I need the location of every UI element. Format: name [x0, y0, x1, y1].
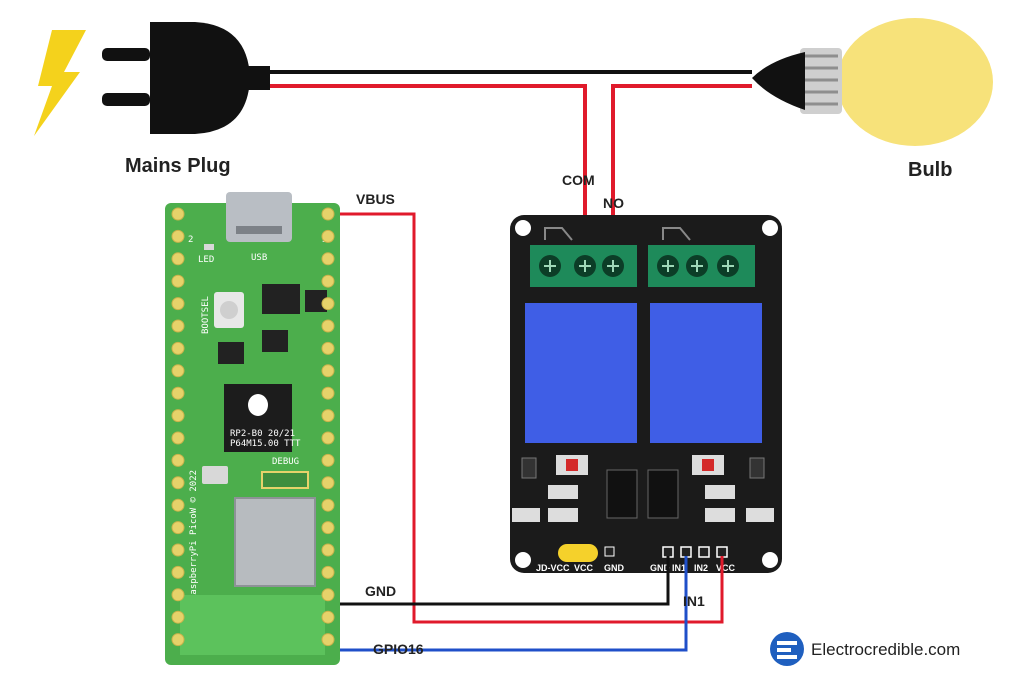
pico-pin-right — [321, 252, 335, 266]
pico-pin-left — [171, 588, 185, 602]
pico-pin-right — [321, 588, 335, 602]
antenna-area — [180, 595, 325, 655]
no-label: NO — [603, 195, 624, 211]
pico-pin-right — [321, 498, 335, 512]
pico-pin-left — [171, 386, 185, 400]
regulator-chip — [305, 290, 327, 312]
pico-pin-left — [171, 476, 185, 490]
pico-pin-right — [321, 229, 335, 243]
bulb-label: Bulb — [908, 159, 952, 181]
pico-pin-left — [171, 543, 185, 557]
crystal — [202, 466, 228, 484]
vbus-label: VBUS — [356, 191, 395, 207]
pico-pin-right — [321, 274, 335, 288]
pico-pin-right — [321, 207, 335, 221]
pico-pin-right — [321, 386, 335, 400]
pico-pin-left — [171, 207, 185, 221]
pico-pin-left — [171, 498, 185, 512]
pico-pin-right — [321, 543, 335, 557]
pico-pin-right — [321, 610, 335, 624]
pico-pin-right — [321, 431, 335, 445]
pico-pin-left — [171, 521, 185, 535]
pico-pin-left — [171, 610, 185, 624]
gpio16-label: GPIO16 — [373, 641, 424, 657]
pico-pin-left — [171, 633, 185, 647]
pico-pin-right — [321, 565, 335, 579]
plug-icon — [102, 22, 270, 134]
pico-pin-right — [321, 476, 335, 490]
usb-label: USB — [251, 253, 267, 263]
gnd-label: GND — [365, 583, 396, 599]
pico-pin-right — [321, 297, 335, 311]
mains-plug-label: Mains Plug — [125, 155, 231, 177]
pin-2-label: 2 — [188, 235, 193, 245]
bulb-icon — [752, 18, 993, 146]
chip-text-2: P64M15.00 TTT — [230, 439, 301, 449]
pico-pin-left — [171, 409, 185, 423]
pico-pin-right — [321, 409, 335, 423]
jd-vcc-label: JD-VCC — [536, 563, 570, 573]
pico-pin-left — [171, 319, 185, 333]
pico-pin-left — [171, 565, 185, 579]
pico-pin-left — [171, 274, 185, 288]
led-label: LED — [198, 255, 214, 265]
vcc-left-label: VCC — [574, 563, 594, 573]
lightning-bolt-icon — [34, 30, 86, 136]
pico-pin-right — [321, 364, 335, 378]
pico-pin-left — [171, 297, 185, 311]
relay-module: JD-VCC VCC GND GND IN1 IN2 VCC — [510, 215, 782, 573]
gnd-pin-label: GND — [650, 563, 671, 573]
pico-pin-right — [321, 521, 335, 535]
pico-pin-left — [171, 364, 185, 378]
pico-pin-right — [321, 633, 335, 647]
wireless-module-shield — [234, 497, 316, 587]
header-pin — [680, 546, 692, 558]
vbus-to-vcc-wire — [340, 212, 724, 624]
pico-pin-left — [171, 453, 185, 467]
pico-board: USB LED 1 2 39 BOOTSEL RP2-B0 20/21 P64M… — [165, 192, 340, 665]
raspberry-logo-icon — [248, 394, 268, 416]
small-chip-2 — [262, 330, 288, 352]
in1-pin-label: IN1 — [672, 563, 686, 573]
led-indicator — [204, 244, 214, 250]
header-pin — [716, 546, 728, 558]
header-pin — [698, 546, 710, 558]
small-chip — [218, 342, 244, 364]
debug-header — [261, 471, 309, 489]
pico-pin-right — [321, 453, 335, 467]
pico-pin-left — [171, 431, 185, 445]
brand-name: Electrocredible.com — [811, 640, 960, 659]
bulb-red-wire-no — [611, 84, 752, 262]
relay1-body — [525, 303, 637, 443]
usb-connector — [226, 192, 292, 242]
pico-pin-left — [171, 341, 185, 355]
debug-label: DEBUG — [272, 457, 299, 467]
vcc-pin-label: VCC — [716, 563, 736, 573]
gnd-to-gnd-wire — [340, 556, 670, 606]
mains-red-wire-com — [270, 84, 587, 262]
pico-pin-left — [171, 229, 185, 243]
in1-label: IN1 — [683, 593, 705, 609]
relay2-body — [650, 303, 762, 443]
gnd-left-label: GND — [604, 563, 625, 573]
gpio16-to-in1-wire — [340, 556, 688, 652]
jd-vcc-jumper[interactable] — [558, 544, 598, 562]
pico-pin-right — [321, 341, 335, 355]
pico-pin-rows — [171, 207, 335, 647]
bootsel-label: BOOTSEL — [201, 296, 211, 334]
terminal-screws — [539, 255, 739, 277]
header-pin — [662, 546, 674, 558]
pico-pin-left — [171, 252, 185, 266]
board-name-label: RaspberryPi PicoW © 2022 — [189, 470, 199, 600]
chip-text-1: RP2-B0 20/21 — [230, 429, 295, 439]
in2-pin-label: IN2 — [694, 563, 708, 573]
pico-pin-right — [321, 319, 335, 333]
com-label: COM — [562, 172, 595, 188]
flash-chip — [262, 284, 300, 314]
